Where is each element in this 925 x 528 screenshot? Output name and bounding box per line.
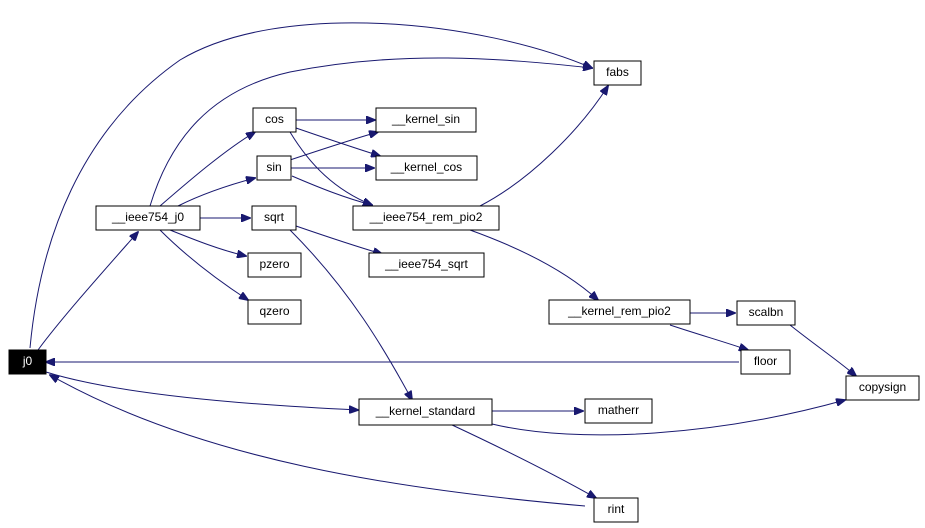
edges xyxy=(29,22,856,507)
edge-ieee754-j0-to-qzero xyxy=(159,229,248,300)
edge-cos-to-ieee754-rem-pio2 xyxy=(289,131,372,205)
node-label: __kernel_rem_pio2 xyxy=(567,304,671,318)
node-scalbn[interactable]: scalbn xyxy=(736,300,796,326)
edge-kernel-standard-to-copysign xyxy=(491,400,845,436)
edge-sqrt-to-ieee754-sqrt xyxy=(295,225,382,254)
node-label: fabs xyxy=(606,65,629,79)
node-ieee754-rem-pio2[interactable]: __ieee754_rem_pio2 xyxy=(352,205,500,231)
node-ieee754-j0[interactable]: __ieee754_j0 xyxy=(95,205,201,231)
edge-sin-to-ieee754-rem-pio2 xyxy=(291,175,372,205)
node-kernel-rem-pio2[interactable]: __kernel_rem_pio2 xyxy=(548,299,691,325)
node-label: matherr xyxy=(598,403,639,417)
node-label: qzero xyxy=(259,304,289,318)
node-label: __kernel_standard xyxy=(375,404,475,418)
edge-ieee754-j0-to-fabs xyxy=(149,57,592,207)
node-fabs[interactable]: fabs xyxy=(593,60,642,86)
node-copysign[interactable]: copysign xyxy=(845,375,920,401)
edge-j0-to-fabs xyxy=(29,22,592,349)
node-sqrt[interactable]: sqrt xyxy=(251,205,297,231)
node-label: cos xyxy=(265,112,284,126)
edge-scalbn-to-copysign xyxy=(789,324,856,376)
node-label: j0 xyxy=(22,354,33,368)
nodes: j0 __ieee754_j0 fabs cos sin sqrt pzero xyxy=(8,60,920,523)
node-label: sin xyxy=(266,160,281,174)
node-label: __ieee754_rem_pio2 xyxy=(369,210,483,224)
node-kernel-cos[interactable]: __kernel_cos xyxy=(375,155,478,181)
node-cos[interactable]: cos xyxy=(252,107,297,133)
edge-j0-to-kernel-standard xyxy=(45,371,358,410)
node-pzero[interactable]: pzero xyxy=(247,252,302,278)
node-sin[interactable]: sin xyxy=(256,155,292,181)
node-matherr[interactable]: matherr xyxy=(584,398,653,424)
node-label: floor xyxy=(754,354,777,368)
node-qzero[interactable]: qzero xyxy=(247,299,302,325)
node-j0[interactable]: j0 xyxy=(8,349,47,375)
node-label: copysign xyxy=(859,380,906,394)
edge-cos-to-kernel-cos xyxy=(295,127,380,156)
edge-rint-to-j0 xyxy=(50,375,586,507)
node-label: __ieee754_sqrt xyxy=(384,257,468,271)
node-label: sqrt xyxy=(264,210,285,224)
node-rint[interactable]: rint xyxy=(593,497,639,523)
edge-sin-to-kernel-sin xyxy=(289,132,378,161)
edge-kernel-rem-pio2-to-floor xyxy=(669,324,748,350)
edge-ieee754-j0-to-sin xyxy=(177,178,255,207)
edge-sqrt-to-kernel-standard xyxy=(289,229,412,400)
node-label: scalbn xyxy=(749,305,784,319)
node-label: pzero xyxy=(259,257,289,271)
edge-ieee754-rem-pio2-to-fabs xyxy=(479,86,608,207)
edge-ieee754-j0-to-pzero xyxy=(169,229,246,256)
edge-ieee754-rem-pio2-to-kernel-rem-pio2 xyxy=(469,229,598,300)
node-label: rint xyxy=(608,502,625,516)
edge-ieee754-j0-to-cos xyxy=(159,132,255,207)
node-label: __ieee754_j0 xyxy=(111,210,184,224)
node-label: __kernel_sin xyxy=(391,112,460,126)
node-ieee754-sqrt[interactable]: __ieee754_sqrt xyxy=(368,252,485,278)
node-kernel-sin[interactable]: __kernel_sin xyxy=(375,107,477,133)
edge-j0-to-ieee754-j0 xyxy=(37,232,138,351)
node-kernel-standard[interactable]: __kernel_standard xyxy=(358,398,493,426)
node-floor[interactable]: floor xyxy=(740,349,791,375)
edge-kernel-standard-to-rint xyxy=(449,423,596,498)
node-label: __kernel_cos xyxy=(390,160,462,174)
